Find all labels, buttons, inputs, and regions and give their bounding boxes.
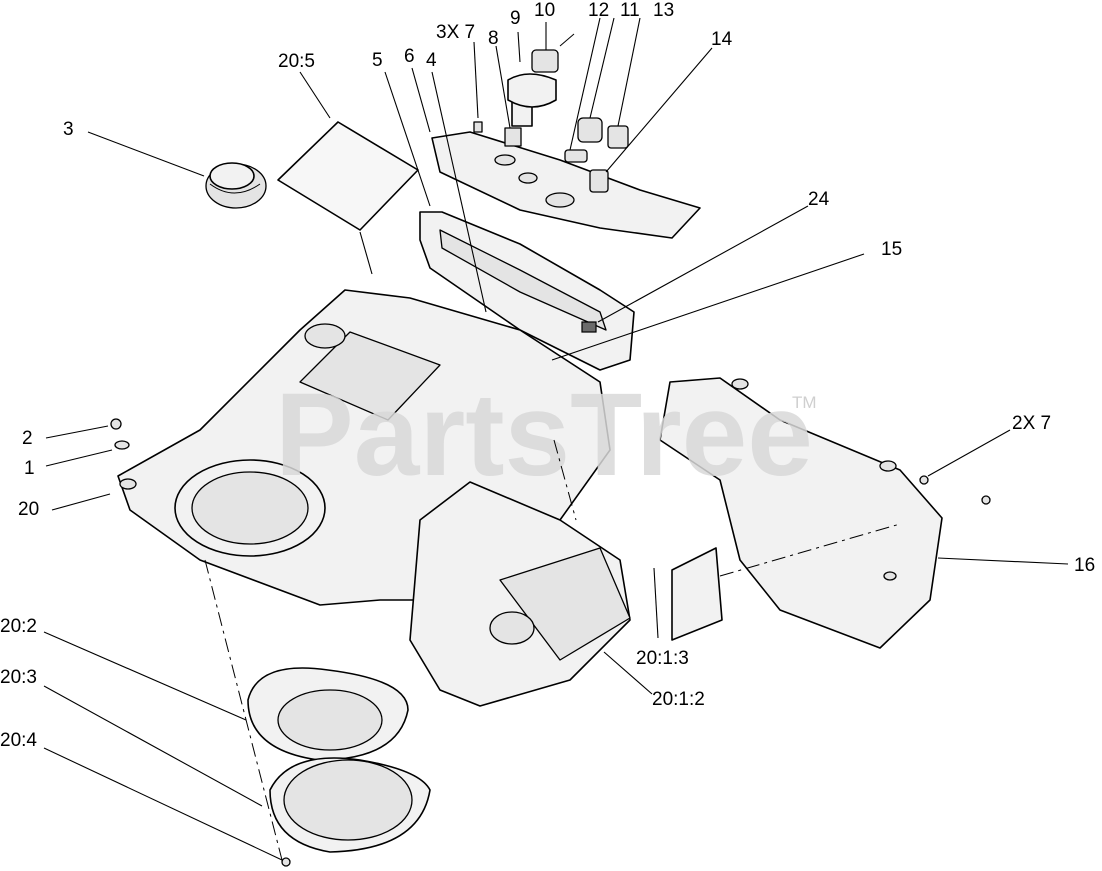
washer-1[interactable] xyxy=(114,440,130,450)
knob-assembly-8-9-10[interactable] xyxy=(504,33,575,147)
label-4: 4 xyxy=(426,50,437,71)
label-9: 9 xyxy=(510,8,521,29)
watermark-tm: TM xyxy=(792,393,817,412)
fuel-cap-3[interactable] xyxy=(205,162,267,209)
label-3x7: 3X 7 xyxy=(436,22,475,43)
screw-3x7[interactable] xyxy=(473,121,483,133)
screw-7a[interactable] xyxy=(919,475,929,485)
label-20-4: 20:4 xyxy=(0,730,37,751)
label-1: 1 xyxy=(24,458,35,479)
label-15: 15 xyxy=(881,239,902,260)
label-13: 13 xyxy=(653,0,674,21)
label-20-1-3: 20:1:3 xyxy=(636,648,689,669)
engine-shroud-20-1-2[interactable] xyxy=(409,481,631,707)
label-20-3: 20:3 xyxy=(0,667,37,688)
screw-7b[interactable] xyxy=(981,495,991,505)
label-11: 11 xyxy=(620,0,640,21)
label-6: 6 xyxy=(404,46,415,67)
leader-lines xyxy=(43,17,1069,861)
decal-sheet-20-5[interactable] xyxy=(277,121,419,231)
label-20-2: 20:2 xyxy=(0,616,37,637)
label-5: 5 xyxy=(372,50,383,71)
screw-2[interactable] xyxy=(110,418,122,430)
side-cover-16[interactable] xyxy=(659,377,943,649)
label-8: 8 xyxy=(488,28,499,49)
label-14: 14 xyxy=(711,29,733,50)
label-20-5: 20:5 xyxy=(278,51,315,72)
gasket-20-2[interactable] xyxy=(247,667,409,761)
screw-20-4[interactable] xyxy=(281,857,291,867)
label-2: 2 xyxy=(22,428,33,449)
shield-20-1-3[interactable] xyxy=(671,547,723,641)
label-20: 20 xyxy=(18,499,39,520)
label-12: 12 xyxy=(588,0,609,21)
label-24: 24 xyxy=(808,189,830,210)
label-10: 10 xyxy=(534,0,555,21)
label-16: 16 xyxy=(1074,555,1095,576)
console-cover-6[interactable] xyxy=(431,131,701,239)
console-panel-5[interactable] xyxy=(419,211,635,371)
watermark: PartsTree xyxy=(275,369,813,501)
small-parts-11-14[interactable] xyxy=(564,117,629,193)
callout-labels: 20:5 5 6 4 3X 7 8 9 10 12 11 13 14 3 24 … xyxy=(0,0,1095,751)
gasket-20-3[interactable] xyxy=(269,757,431,853)
label-3: 3 xyxy=(63,119,74,140)
label-20-1-2: 20:1:2 xyxy=(652,689,705,710)
label-2x7: 2X 7 xyxy=(1012,413,1051,434)
